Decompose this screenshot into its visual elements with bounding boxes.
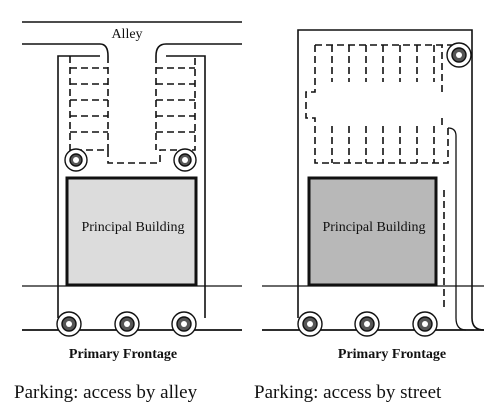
parking-lot-outline <box>69 56 196 164</box>
building-label-alley: Principal Building <box>81 220 184 235</box>
driveway-curb-right <box>155 43 167 57</box>
frontage-label-alley: Primary Frontage <box>69 347 177 362</box>
parking-stalls-left <box>70 67 108 133</box>
parking-lot-outline <box>305 44 455 310</box>
tree-icon <box>412 311 438 337</box>
caption-street: Parking: access by street <box>254 382 442 403</box>
tree-icon <box>354 311 380 337</box>
caption-alley: Parking: access by alley <box>14 382 198 403</box>
parking-stalls-right <box>156 67 195 133</box>
tree-icon <box>173 148 197 172</box>
tree-icon <box>297 311 323 337</box>
frontage-label-street: Primary Frontage <box>338 347 446 362</box>
principal-building-alley <box>65 176 198 287</box>
tree-icon <box>114 311 140 337</box>
parking-stalls-top <box>331 45 435 82</box>
tree-icon <box>56 311 82 337</box>
driveway-curb-left <box>99 43 109 57</box>
trees-street <box>297 42 472 337</box>
driveway-line <box>447 127 467 331</box>
principal-building-street <box>307 176 438 287</box>
alley-label: Alley <box>111 27 142 42</box>
tree-icon <box>64 148 88 172</box>
tree-icon <box>446 42 472 68</box>
panel-alley <box>22 21 242 331</box>
building-label-street: Principal Building <box>322 220 425 235</box>
panel-street <box>262 29 485 331</box>
parking-stalls-bottom <box>331 126 435 163</box>
lot-boundary <box>57 55 206 318</box>
trees-alley <box>56 148 197 337</box>
tree-icon <box>171 311 197 337</box>
